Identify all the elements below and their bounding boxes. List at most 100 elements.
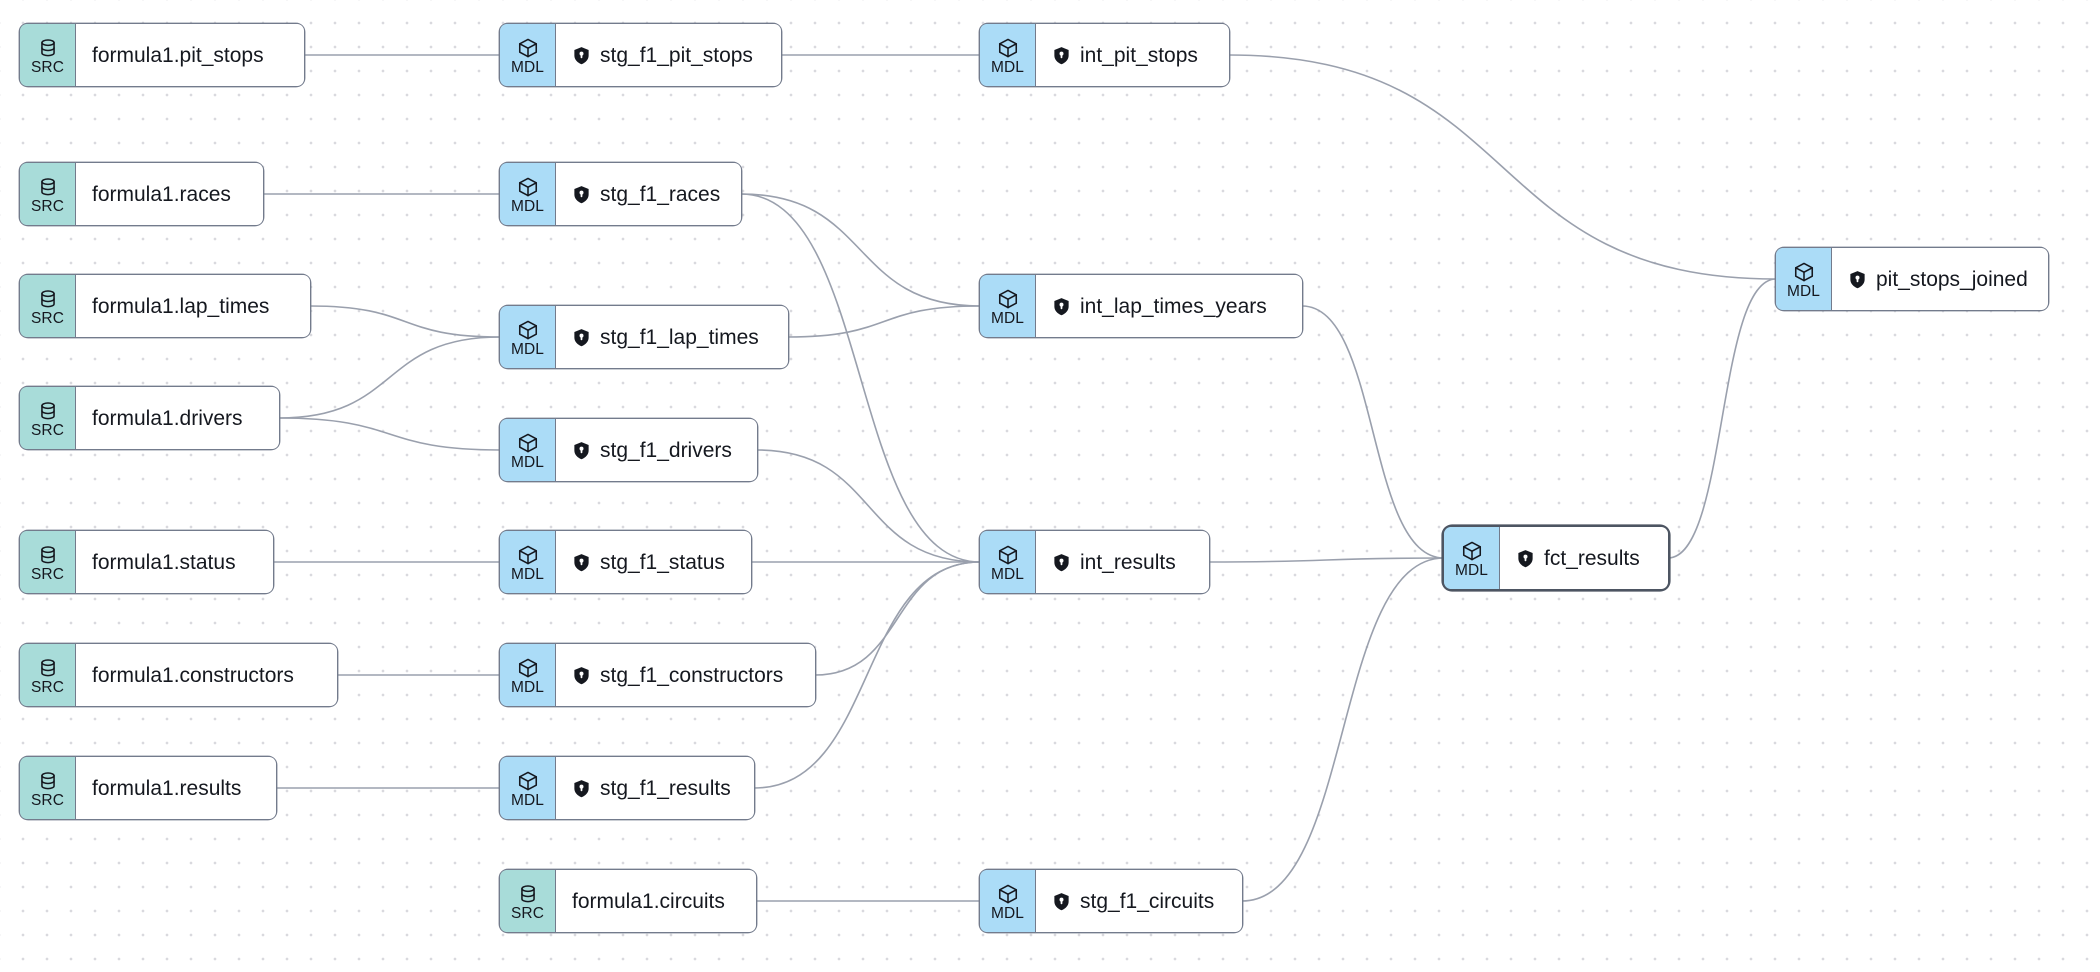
graph-node-stg_results[interactable]: MDL stg_f1_results <box>500 757 754 819</box>
node-label: stg_f1_drivers <box>600 438 732 462</box>
source-badge: SRC <box>20 387 76 449</box>
graph-node-src_results[interactable]: SRC formula1.results <box>20 757 276 819</box>
node-label: stg_f1_pit_stops <box>600 43 753 67</box>
shield-lock-icon <box>1052 553 1071 572</box>
graph-node-src_status[interactable]: SRC formula1.status <box>20 531 273 593</box>
database-icon <box>37 37 59 59</box>
graph-node-stg_constructors[interactable]: MDL stg_f1_constructors <box>500 644 815 706</box>
cube-icon <box>997 288 1019 310</box>
node-type-label: SRC <box>30 310 65 327</box>
node-label: stg_f1_lap_times <box>600 325 759 349</box>
shield-lock-icon <box>572 553 591 572</box>
model-badge: MDL <box>1444 527 1500 589</box>
node-label: stg_f1_status <box>600 550 725 574</box>
node-type-label: SRC <box>30 792 65 809</box>
node-body[interactable]: formula1.races <box>76 163 263 225</box>
node-type-label: MDL <box>1454 562 1489 579</box>
node-label: stg_f1_races <box>600 182 721 206</box>
node-label: formula1.results <box>92 776 242 800</box>
node-type-label: SRC <box>510 905 545 922</box>
node-label: formula1.circuits <box>572 889 725 913</box>
graph-node-stg_races[interactable]: MDL stg_f1_races <box>500 163 741 225</box>
database-icon <box>37 176 59 198</box>
node-type-label: SRC <box>30 198 65 215</box>
node-body[interactable]: stg_f1_lap_times <box>556 306 788 368</box>
node-type-label: MDL <box>1786 283 1821 300</box>
node-label: formula1.drivers <box>92 406 243 430</box>
node-body[interactable]: fct_results <box>1500 527 1668 589</box>
graph-node-int_results[interactable]: MDL int_results <box>980 531 1209 593</box>
node-body[interactable]: stg_f1_constructors <box>556 644 815 706</box>
graph-node-int_pit_stops[interactable]: MDL int_pit_stops <box>980 24 1229 86</box>
graph-node-src_circuits[interactable]: SRC formula1.circuits <box>500 870 756 932</box>
node-body[interactable]: int_results <box>1036 531 1209 593</box>
cube-icon <box>517 770 539 792</box>
edge-src_drivers-to-stg_lap_times <box>278 336 501 419</box>
graph-node-src_races[interactable]: SRC formula1.races <box>20 163 263 225</box>
node-label: formula1.lap_times <box>92 294 270 318</box>
node-body[interactable]: stg_f1_drivers <box>556 419 757 481</box>
graph-node-pit_stops_joined[interactable]: MDL pit_stops_joined <box>1776 248 2048 310</box>
shield-lock-icon <box>572 185 591 204</box>
edge-fct_results-to-pit_stops_joined <box>1667 278 1777 559</box>
node-body[interactable]: formula1.drivers <box>76 387 279 449</box>
cube-icon <box>517 37 539 59</box>
graph-node-stg_drivers[interactable]: MDL stg_f1_drivers <box>500 419 757 481</box>
node-body[interactable]: formula1.lap_times <box>76 275 310 337</box>
edge-int_lap_times-to-fct_results <box>1301 305 1445 559</box>
shield-lock-icon <box>572 328 591 347</box>
model-badge: MDL <box>1776 248 1832 310</box>
node-label: stg_f1_results <box>600 776 731 800</box>
graph-node-stg_status[interactable]: MDL stg_f1_status <box>500 531 751 593</box>
node-label: formula1.races <box>92 182 231 206</box>
model-badge: MDL <box>500 757 556 819</box>
node-type-label: MDL <box>510 566 545 583</box>
graph-node-src_lap_times[interactable]: SRC formula1.lap_times <box>20 275 310 337</box>
node-label: int_lap_times_years <box>1080 294 1267 318</box>
node-body[interactable]: stg_f1_circuits <box>1036 870 1242 932</box>
node-body[interactable]: stg_f1_races <box>556 163 741 225</box>
database-icon <box>37 400 59 422</box>
node-type-label: MDL <box>510 59 545 76</box>
node-body[interactable]: formula1.circuits <box>556 870 756 932</box>
node-body[interactable]: stg_f1_status <box>556 531 751 593</box>
node-type-label: SRC <box>30 59 65 76</box>
node-type-label: SRC <box>30 422 65 439</box>
node-type-label: MDL <box>510 198 545 215</box>
model-badge: MDL <box>980 531 1036 593</box>
cube-icon <box>517 176 539 198</box>
graph-node-int_lap_times[interactable]: MDL int_lap_times_years <box>980 275 1302 337</box>
node-label: formula1.constructors <box>92 663 294 687</box>
cube-icon <box>1461 540 1483 562</box>
node-type-label: MDL <box>990 59 1025 76</box>
node-body[interactable]: pit_stops_joined <box>1832 248 2048 310</box>
model-badge: MDL <box>500 419 556 481</box>
database-icon <box>37 288 59 310</box>
node-body[interactable]: stg_f1_pit_stops <box>556 24 781 86</box>
node-body[interactable]: int_lap_times_years <box>1036 275 1302 337</box>
database-icon <box>517 883 539 905</box>
cube-icon <box>997 883 1019 905</box>
graph-node-stg_pit_stops[interactable]: MDL stg_f1_pit_stops <box>500 24 781 86</box>
edge-src_drivers-to-stg_drivers <box>278 417 501 451</box>
node-body[interactable]: stg_f1_results <box>556 757 754 819</box>
graph-node-stg_lap_times[interactable]: MDL stg_f1_lap_times <box>500 306 788 368</box>
graph-node-src_drivers[interactable]: SRC formula1.drivers <box>20 387 279 449</box>
node-label: formula1.status <box>92 550 236 574</box>
node-body[interactable]: formula1.pit_stops <box>76 24 304 86</box>
node-body[interactable]: formula1.constructors <box>76 644 337 706</box>
node-body[interactable]: int_pit_stops <box>1036 24 1229 86</box>
model-badge: MDL <box>500 24 556 86</box>
node-body[interactable]: formula1.status <box>76 531 273 593</box>
node-body[interactable]: formula1.results <box>76 757 276 819</box>
node-label: int_pit_stops <box>1080 43 1198 67</box>
graph-node-fct_results[interactable]: MDL fct_results <box>1444 527 1668 589</box>
shield-lock-icon <box>1052 892 1071 911</box>
edge-stg_drivers-to-int_results <box>756 449 981 563</box>
model-badge: MDL <box>500 163 556 225</box>
shield-lock-icon <box>1516 549 1535 568</box>
graph-node-src_constructors[interactable]: SRC formula1.constructors <box>20 644 337 706</box>
graph-node-stg_circuits[interactable]: MDL stg_f1_circuits <box>980 870 1242 932</box>
graph-node-src_pit_stops[interactable]: SRC formula1.pit_stops <box>20 24 304 86</box>
